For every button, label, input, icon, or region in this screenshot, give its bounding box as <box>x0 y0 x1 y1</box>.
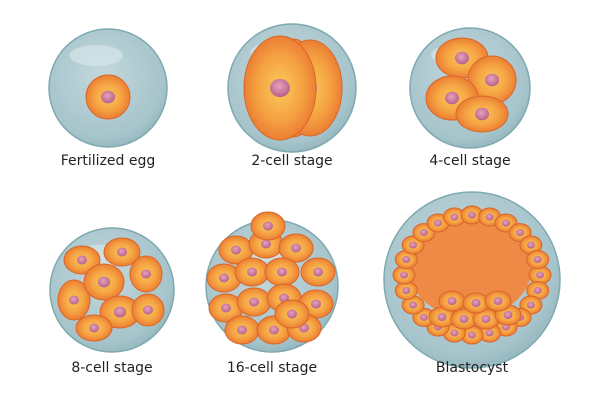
cell-nucleus <box>468 211 476 219</box>
cell-nucleus <box>402 255 411 263</box>
cell-nucleus <box>471 299 481 307</box>
fertilized-egg-group <box>48 28 168 148</box>
cell-nucleus <box>445 91 459 105</box>
cell-nucleus <box>459 315 469 323</box>
cell-nucleus <box>485 213 494 221</box>
sixteen-cell-group <box>205 211 339 353</box>
cell-nucleus <box>231 245 241 255</box>
cell-nucleus <box>270 79 290 97</box>
cell-nucleus <box>447 297 457 305</box>
cell-nucleus <box>475 107 489 121</box>
cell-nucleus <box>485 73 499 87</box>
stage-label-8-cell: 8-cell stage <box>71 360 153 376</box>
cell-nucleus <box>311 299 321 309</box>
cell-nucleus <box>526 241 535 249</box>
cell-nucleus <box>455 51 469 65</box>
cell-nucleus <box>269 325 279 335</box>
cell-nucleus <box>409 241 418 249</box>
stage-label-4-cell: 4-cell stage <box>429 153 511 169</box>
four-cell-group <box>409 27 531 149</box>
two-cell-group <box>227 23 357 153</box>
cell-nucleus <box>533 255 542 263</box>
cell-nucleus <box>77 255 87 265</box>
cell-nucleus <box>143 305 153 315</box>
cell-nucleus <box>219 273 229 283</box>
stage-label-16-cell: 16-cell stage <box>226 360 318 376</box>
cell-nucleus <box>98 276 110 288</box>
cell-nucleus <box>247 267 257 277</box>
cell-nucleus <box>237 325 247 335</box>
cell-nucleus <box>468 331 476 339</box>
cell-nucleus <box>409 301 418 309</box>
cell-nucleus <box>117 247 127 257</box>
cell-nucleus <box>437 313 447 321</box>
cell-nucleus <box>261 239 271 249</box>
cell-nucleus <box>419 229 428 237</box>
cell-nucleus <box>263 221 273 231</box>
cell-nucleus <box>221 303 231 313</box>
eight-cell-group <box>49 227 175 353</box>
stage-label-blastocyst: Blastocyst <box>435 360 509 376</box>
cell-nucleus <box>434 219 442 227</box>
cell-nucleus <box>313 267 323 277</box>
cell-nucleus <box>485 329 494 337</box>
cell-nucleus <box>291 243 301 253</box>
cell-nucleus <box>493 297 503 305</box>
cell-nucleus <box>69 295 79 305</box>
cell-nucleus <box>141 269 151 279</box>
cell-nucleus <box>400 271 408 279</box>
cell-nucleus <box>526 301 535 309</box>
cell-nucleus <box>249 297 259 307</box>
cell-nucleus <box>277 267 287 277</box>
cell-nucleus <box>503 311 513 319</box>
cell-nucleus <box>101 90 115 104</box>
cell-nucleus <box>516 229 525 237</box>
cell-nucleus <box>419 313 428 321</box>
stage-label-fertilized-egg: Fertilized egg <box>60 153 156 169</box>
cell-nucleus <box>402 287 411 295</box>
cell-nucleus <box>287 309 297 319</box>
cell-nucleus <box>114 306 126 318</box>
cell-nucleus <box>450 213 459 221</box>
stage-label-2-cell: 2-cell stage <box>251 153 333 169</box>
cell-nucleus <box>533 287 542 295</box>
cell-nucleus <box>502 219 510 227</box>
cell-nucleus <box>89 323 99 333</box>
cell-nucleus <box>536 271 544 279</box>
cell-nucleus <box>481 315 491 323</box>
cell-nucleus <box>450 329 459 337</box>
fertilized-egg-highlight <box>69 44 123 67</box>
